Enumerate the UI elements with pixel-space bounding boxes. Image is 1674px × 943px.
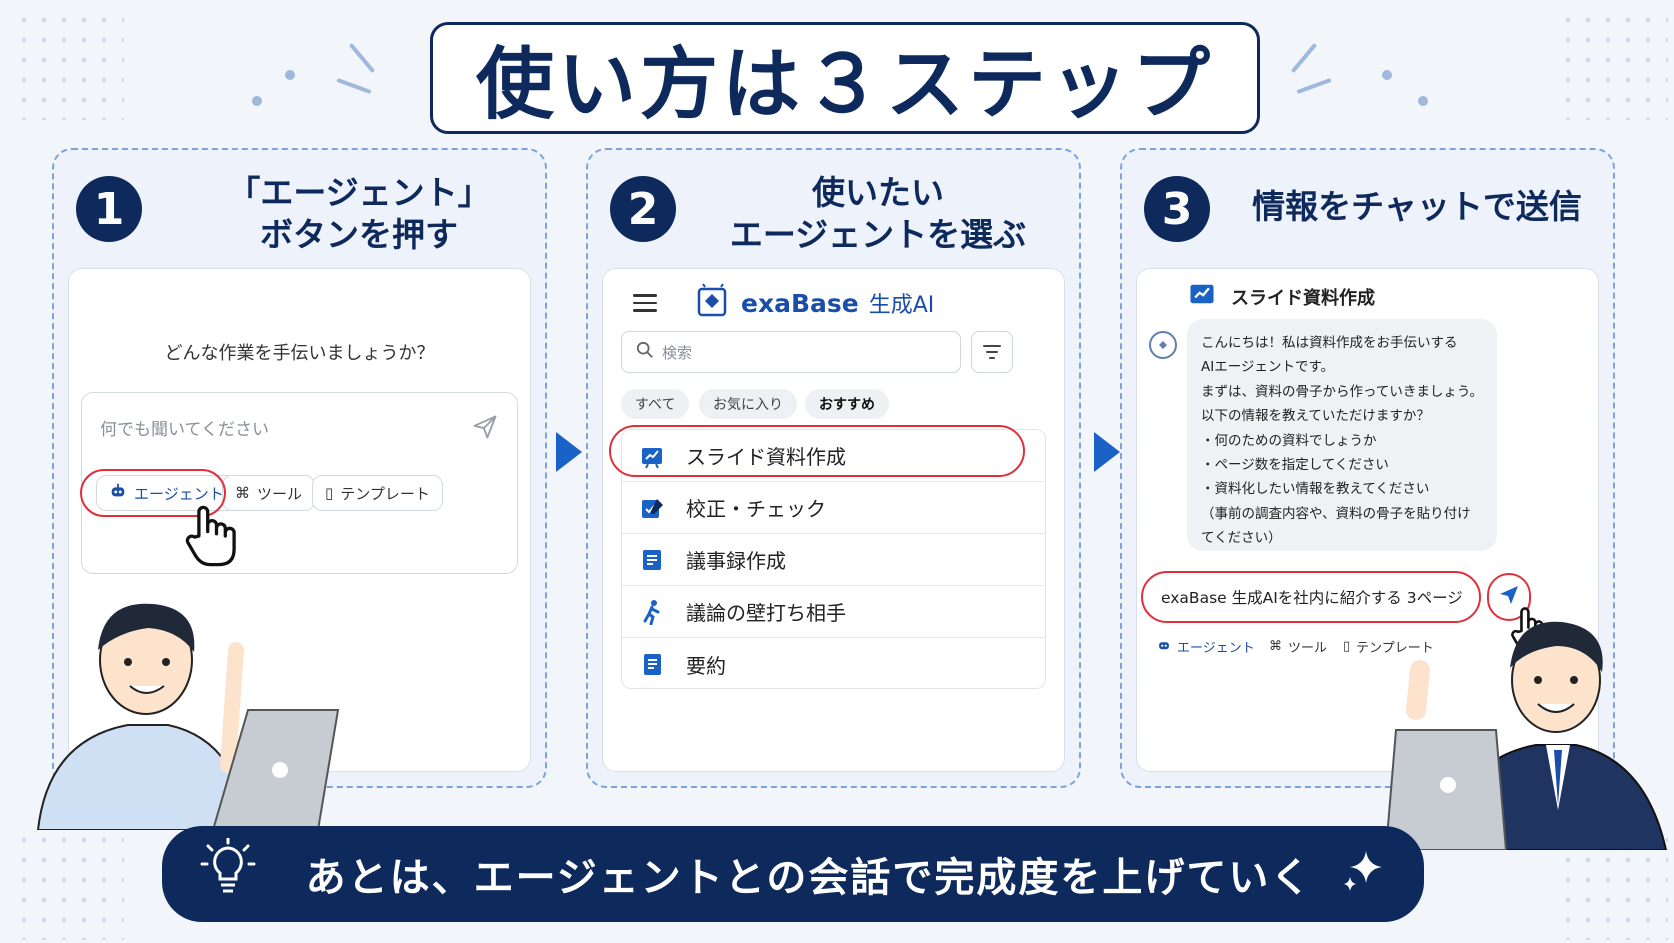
chat-input-placeholder: 何でも聞いてください	[100, 420, 269, 440]
step-3-title: 情報をチャットで送信	[1252, 187, 1582, 226]
exabase-logo-icon	[695, 283, 731, 323]
bottom-banner: あとは、エージェントとの会話で完成度を上げていく	[162, 826, 1424, 922]
template-chip-button[interactable]: ▯ テンプレート	[312, 475, 443, 511]
tool-chip-label: ツール	[257, 484, 303, 503]
page-title-box: 使い方は３ステップ	[430, 22, 1260, 134]
decor-spark	[348, 42, 376, 74]
tab-all[interactable]: すべて	[621, 389, 690, 419]
next-arrow-icon	[556, 432, 582, 472]
agent-chip-highlight	[80, 469, 226, 517]
decor-dot	[252, 96, 262, 106]
person-right-illustration	[1384, 610, 1674, 854]
brand-logo: exaBase 生成AI	[695, 283, 934, 323]
edit-check-icon	[638, 494, 666, 522]
decor-dots-top-right	[1558, 10, 1668, 120]
chat-message-input[interactable]: exaBase 生成AIを社内に紹介する 3ページ	[1141, 571, 1481, 623]
template-chip-button[interactable]: ▯ テンプレート	[1343, 637, 1434, 656]
document-icon	[638, 650, 666, 678]
agent-item-sparring[interactable]: 議論の壁打ち相手	[622, 586, 1045, 638]
decor-dots-bottom-left	[14, 830, 124, 940]
search-placeholder: 検索	[662, 343, 693, 362]
agent-item-summary[interactable]: 要約	[622, 638, 1045, 690]
tab-recommended[interactable]: おすすめ	[805, 389, 889, 419]
chat-header: スライド資料作成	[1187, 279, 1375, 314]
search-icon	[636, 341, 654, 363]
step-1-title: 「エージェント」 ボタンを押す	[227, 173, 491, 254]
decor-dot	[285, 70, 295, 80]
decor-dot	[1418, 96, 1428, 106]
step-2-panel: 2 使いたい エージェントを選ぶ exaBase 生成AI 検索 すべて お気に…	[586, 148, 1081, 788]
brand-name: exaBase	[741, 288, 859, 318]
slide-icon	[638, 442, 666, 470]
search-input[interactable]: 検索	[621, 331, 961, 373]
tool-icon: ⌘	[1269, 639, 1282, 654]
tool-chip-label: ツール	[1288, 641, 1328, 656]
tool-chip-button[interactable]: ⌘ ツール	[222, 475, 316, 511]
banner-text: あとは、エージェントとの会話で完成度を上げていく	[305, 855, 1313, 901]
tool-chip-button[interactable]: ⌘ ツール	[1269, 637, 1327, 656]
robot-icon	[1157, 638, 1171, 656]
lightbulb-icon	[200, 836, 256, 910]
person-left-illustration	[18, 590, 348, 834]
template-icon: ▯	[1343, 639, 1351, 654]
agent-chip-button[interactable]: エージェント	[1157, 637, 1255, 656]
agent-list: スライド資料作成 校正・チェック 議事録作成 議論の壁打ち相手 要約	[621, 429, 1046, 689]
chat-agent-name: スライド資料作成	[1231, 287, 1375, 309]
filter-icon[interactable]	[971, 331, 1013, 373]
menu-icon[interactable]	[633, 289, 657, 317]
send-icon	[1497, 583, 1521, 611]
step-1-number: 1	[76, 176, 142, 242]
page-title: 使い方は３ステップ	[475, 40, 1214, 130]
agent-item-slide[interactable]: スライド資料作成	[622, 430, 1045, 482]
template-chip-label: テンプレート	[340, 484, 430, 503]
agent-item-minutes[interactable]: 議事録作成	[622, 534, 1045, 586]
decor-spark	[336, 77, 372, 95]
bot-message-bubble: こんにちは！私は資料作成をお手伝いする AIエージェントです。 まずは、資料の骨…	[1187, 319, 1497, 551]
template-chip-label: テンプレート	[1356, 641, 1434, 656]
brand-suffix: 生成AI	[868, 293, 935, 318]
robot-icon	[109, 482, 127, 504]
decor-spark	[1290, 42, 1318, 74]
agent-item-proofread[interactable]: 校正・チェック	[622, 482, 1045, 534]
sparkle-icon	[1342, 847, 1386, 901]
agent-item-label: 校正・チェック	[686, 497, 826, 521]
agent-item-label: 議事録作成	[686, 549, 786, 573]
tab-favorites[interactable]: お気に入り	[699, 389, 797, 419]
decor-dots-top-left	[14, 10, 124, 120]
agent-item-label: スライド資料作成	[686, 445, 846, 469]
tool-icon: ⌘	[235, 484, 250, 502]
running-person-icon	[638, 598, 666, 626]
minutes-icon	[638, 546, 666, 574]
template-icon: ▯	[325, 484, 334, 502]
chat-input[interactable]: 何でも聞いてください エージェント ⌘ ツール ▯ テンプレート	[80, 392, 518, 574]
agent-chip-label: エージェント	[1177, 641, 1255, 656]
next-arrow-icon	[1094, 432, 1120, 472]
bot-avatar-icon	[1149, 331, 1177, 359]
step-2-number: 2	[610, 176, 676, 242]
slide-icon	[1187, 279, 1217, 314]
agent-item-label: 要約	[686, 653, 726, 678]
send-icon[interactable]	[471, 413, 499, 445]
step-2-title: 使いたい エージェントを選ぶ	[729, 173, 1027, 254]
agent-select-card: exaBase 生成AI 検索 すべて お気に入り おすすめ スライド資料作成 …	[602, 268, 1065, 772]
send-button[interactable]	[1487, 573, 1531, 621]
prompt-question: どんな作業を手伝いましょうか？	[164, 343, 435, 364]
decor-spark	[1296, 77, 1332, 95]
slide-agent-highlight	[609, 425, 1025, 477]
step-3-number: 3	[1144, 176, 1210, 242]
decor-dot	[1382, 70, 1392, 80]
pointer-hand-icon	[182, 503, 240, 573]
chat-card: スライド資料作成 こんにちは！私は資料作成をお手伝いする AIエージェントです。…	[1136, 268, 1599, 772]
agent-item-label: 議論の壁打ち相手	[686, 601, 846, 625]
